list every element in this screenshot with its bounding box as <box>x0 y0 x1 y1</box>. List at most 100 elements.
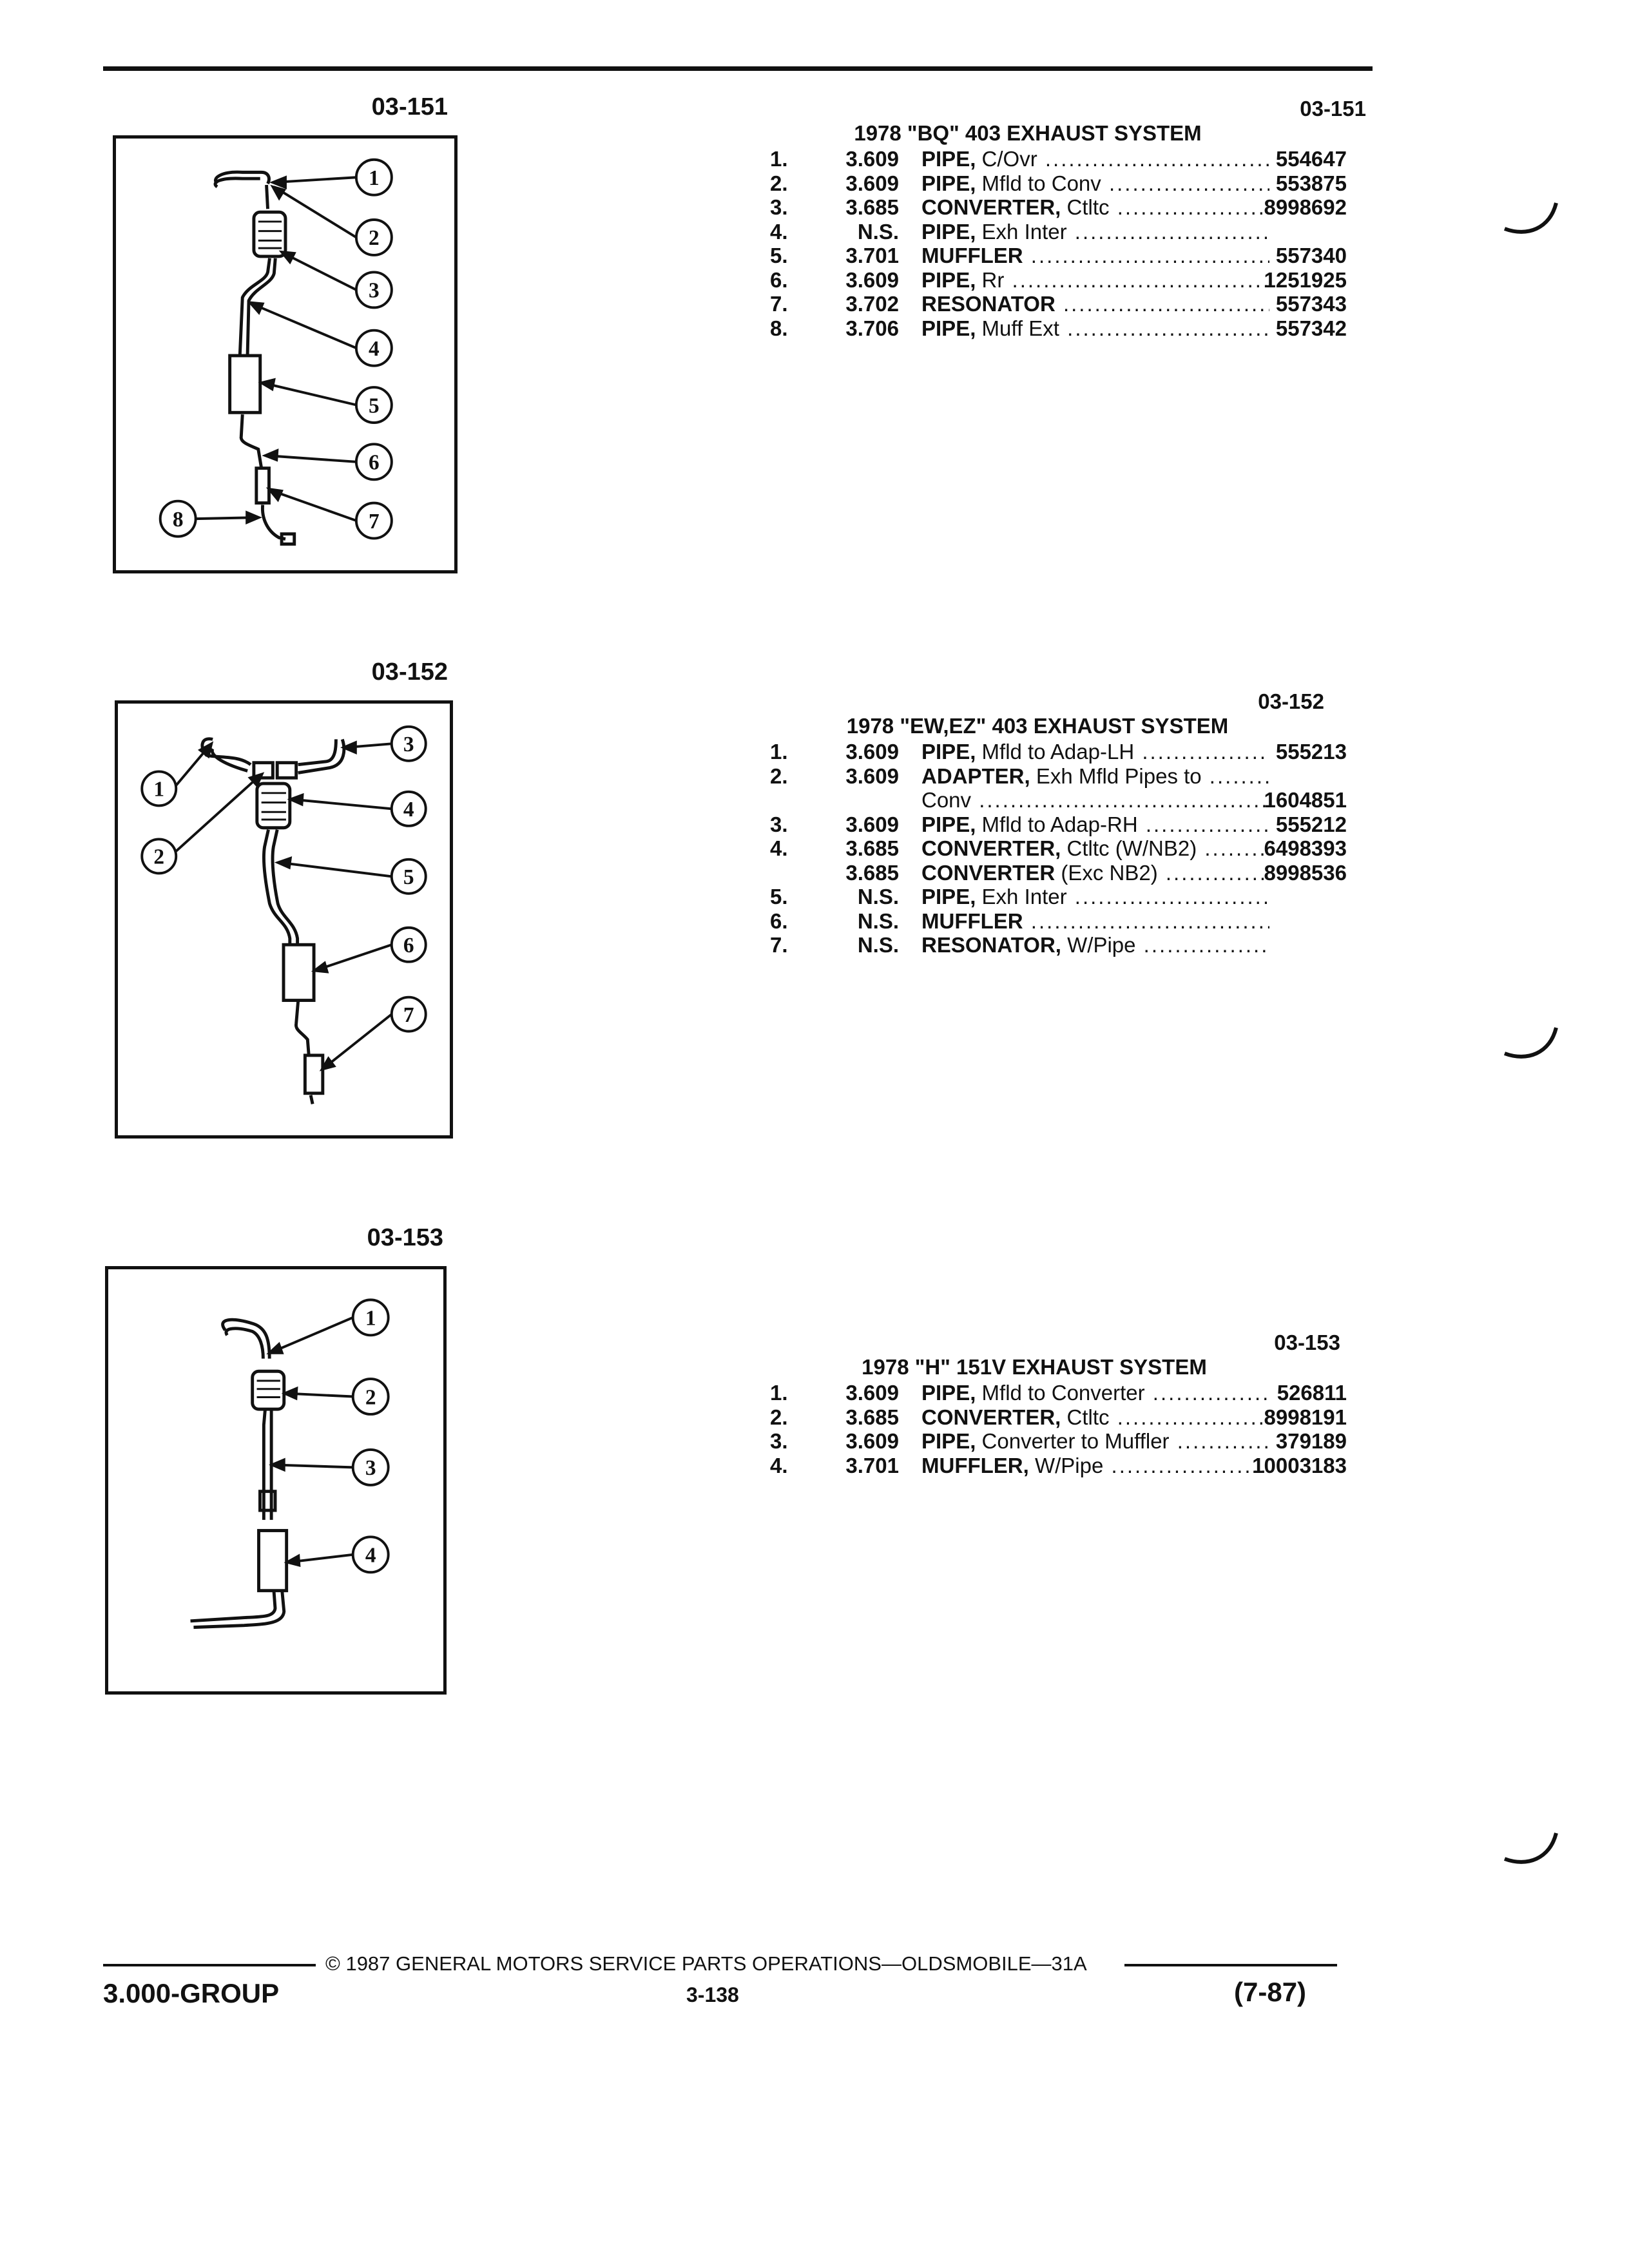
group-number: 3.609 <box>845 147 899 171</box>
part-description: PIPE, Converter to Muffler .............… <box>921 1429 1269 1454</box>
part-number: 557340 <box>1275 244 1347 267</box>
exhaust-diagram-drawing: 1 2 3 4 5 6 7 <box>140 725 427 1104</box>
item-number: 1. <box>770 740 788 764</box>
part-name: PIPE, <box>921 1381 976 1405</box>
callout-3: 3 <box>354 271 393 309</box>
part-name: ADAPTER, <box>921 764 1030 788</box>
leader-dots: ........................................ <box>1209 764 1269 788</box>
group-number: 3.609 <box>845 171 899 195</box>
part-qualifier: Mfld to Adap-LH <box>976 740 1135 764</box>
group-number: 3.609 <box>845 1381 899 1405</box>
part-qualifier: Exh Inter <box>976 885 1067 908</box>
part-description: PIPE, Rr ...............................… <box>921 268 1269 293</box>
part-number: 555213 <box>1275 740 1347 764</box>
svg-text:5: 5 <box>369 394 380 418</box>
group-number: 3.685 <box>845 195 899 219</box>
part-description: CONVERTER, Ctltc (W/NB2) ...............… <box>921 836 1269 861</box>
svg-text:2: 2 <box>365 1385 376 1409</box>
group-number: 3.701 <box>845 1453 899 1477</box>
part-description: PIPE, Exh Inter ........................… <box>921 220 1269 244</box>
part-description: PIPE, Mfld to Adap-LH ..................… <box>921 740 1269 764</box>
leader-dots: ........................................ <box>1165 860 1269 885</box>
part-name: RESONATOR, <box>921 933 1061 957</box>
svg-text:1: 1 <box>369 166 380 190</box>
leader-dots: ........................................ <box>1108 171 1269 195</box>
callout-1: 1 <box>354 158 393 197</box>
group-number: N.S. <box>857 933 899 957</box>
part-name: PIPE, <box>921 812 976 836</box>
parts-row: 5.N.S.PIPE, Exh Inter ..................… <box>770 885 1369 909</box>
leader-dots: ........................................ <box>1063 292 1269 316</box>
item-number: 5. <box>770 244 788 267</box>
svg-text:2: 2 <box>153 845 164 869</box>
part-name: RESONATOR <box>921 292 1055 316</box>
svg-text:7: 7 <box>369 510 380 533</box>
item-number: 4. <box>770 219 788 244</box>
leader-dots: ........................................ <box>1143 933 1269 957</box>
part-name: CONVERTER, <box>921 195 1061 219</box>
part-description: MUFFLER, W/Pipe ........................… <box>921 1454 1269 1478</box>
item-number: 8. <box>770 316 788 340</box>
callout-2: 2 <box>351 1378 390 1416</box>
callout-1: 1 <box>140 770 178 807</box>
group-number: N.S. <box>857 885 899 908</box>
item-number: 4. <box>770 1453 788 1477</box>
group-number: 3.609 <box>845 1429 899 1453</box>
page-number: 3-138 <box>686 1983 739 2006</box>
part-name: PIPE, <box>921 885 976 908</box>
part-qualifier: Ctltc <box>1061 1405 1110 1429</box>
part-description: RESONATOR, W/Pipe ......................… <box>921 933 1269 957</box>
part-number: 6498393 <box>1264 836 1347 860</box>
part-number: 379189 <box>1275 1429 1347 1453</box>
part-description: MUFFLER ................................… <box>921 909 1269 934</box>
part-qualifier: Mfld to Converter <box>976 1381 1145 1405</box>
group-number: 3.609 <box>845 764 899 788</box>
part-name: MUFFLER <box>921 244 1023 267</box>
leader-dots: ........................................ <box>1030 244 1269 267</box>
part-number: 555212 <box>1275 812 1347 836</box>
group-number: 3.685 <box>845 836 899 860</box>
callout-7: 7 <box>390 995 427 1033</box>
leader-dots: ........................................ <box>1074 885 1269 908</box>
callout-2: 2 <box>354 218 393 256</box>
part-number: 1251925 <box>1264 267 1347 292</box>
parts-row: Conv ...................................… <box>770 788 1369 812</box>
part-name: CONVERTER, <box>921 836 1061 860</box>
leader-dots: ........................................ <box>1045 147 1269 171</box>
item-number: 7. <box>770 933 788 957</box>
parts-list-03-153: 03-153 1978 "H" 151V EXHAUST SYSTEM 1.3.… <box>770 1331 1369 1498</box>
exhaust-diagram: 1 2 3 4 5 6 7 <box>115 700 453 1139</box>
exhaust-diagram: 1 2 3 4 5 6 7 8 <box>113 135 458 573</box>
parts-row: 8. 3.706 PIPE, Muff Ext ..................… <box>770 316 1369 341</box>
callout-5: 5 <box>354 386 393 424</box>
svg-text:7: 7 <box>403 1003 414 1027</box>
footer-rule-right <box>1124 1964 1337 1966</box>
leader-dots: ........................................ <box>1012 267 1269 292</box>
callout-6: 6 <box>390 926 427 963</box>
group-number: 3.609 <box>845 812 899 836</box>
group-number: 3.609 <box>845 267 899 292</box>
footer-date: (7-87) <box>1234 1977 1307 2007</box>
item-number: 7. <box>770 292 788 316</box>
callout-4: 4 <box>354 329 393 367</box>
figure-label: 03-151 <box>371 93 448 120</box>
svg-text:2: 2 <box>369 226 380 250</box>
margin-curl-mark <box>1503 1027 1558 1059</box>
copyright-line: © 1987 GENERAL MOTORS SERVICE PARTS OPER… <box>325 1952 1087 1975</box>
part-description: ADAPTER, Exh Mfld Pipes to .............… <box>921 764 1269 789</box>
group-number: 3.706 <box>845 316 899 340</box>
svg-text:4: 4 <box>403 798 414 822</box>
part-qualifier: Exh Inter <box>976 219 1067 244</box>
part-description: PIPE, Muff Ext .........................… <box>921 316 1269 341</box>
item-number: 4. <box>770 836 788 860</box>
part-qualifier: Mfld to Adap-RH <box>976 812 1138 836</box>
